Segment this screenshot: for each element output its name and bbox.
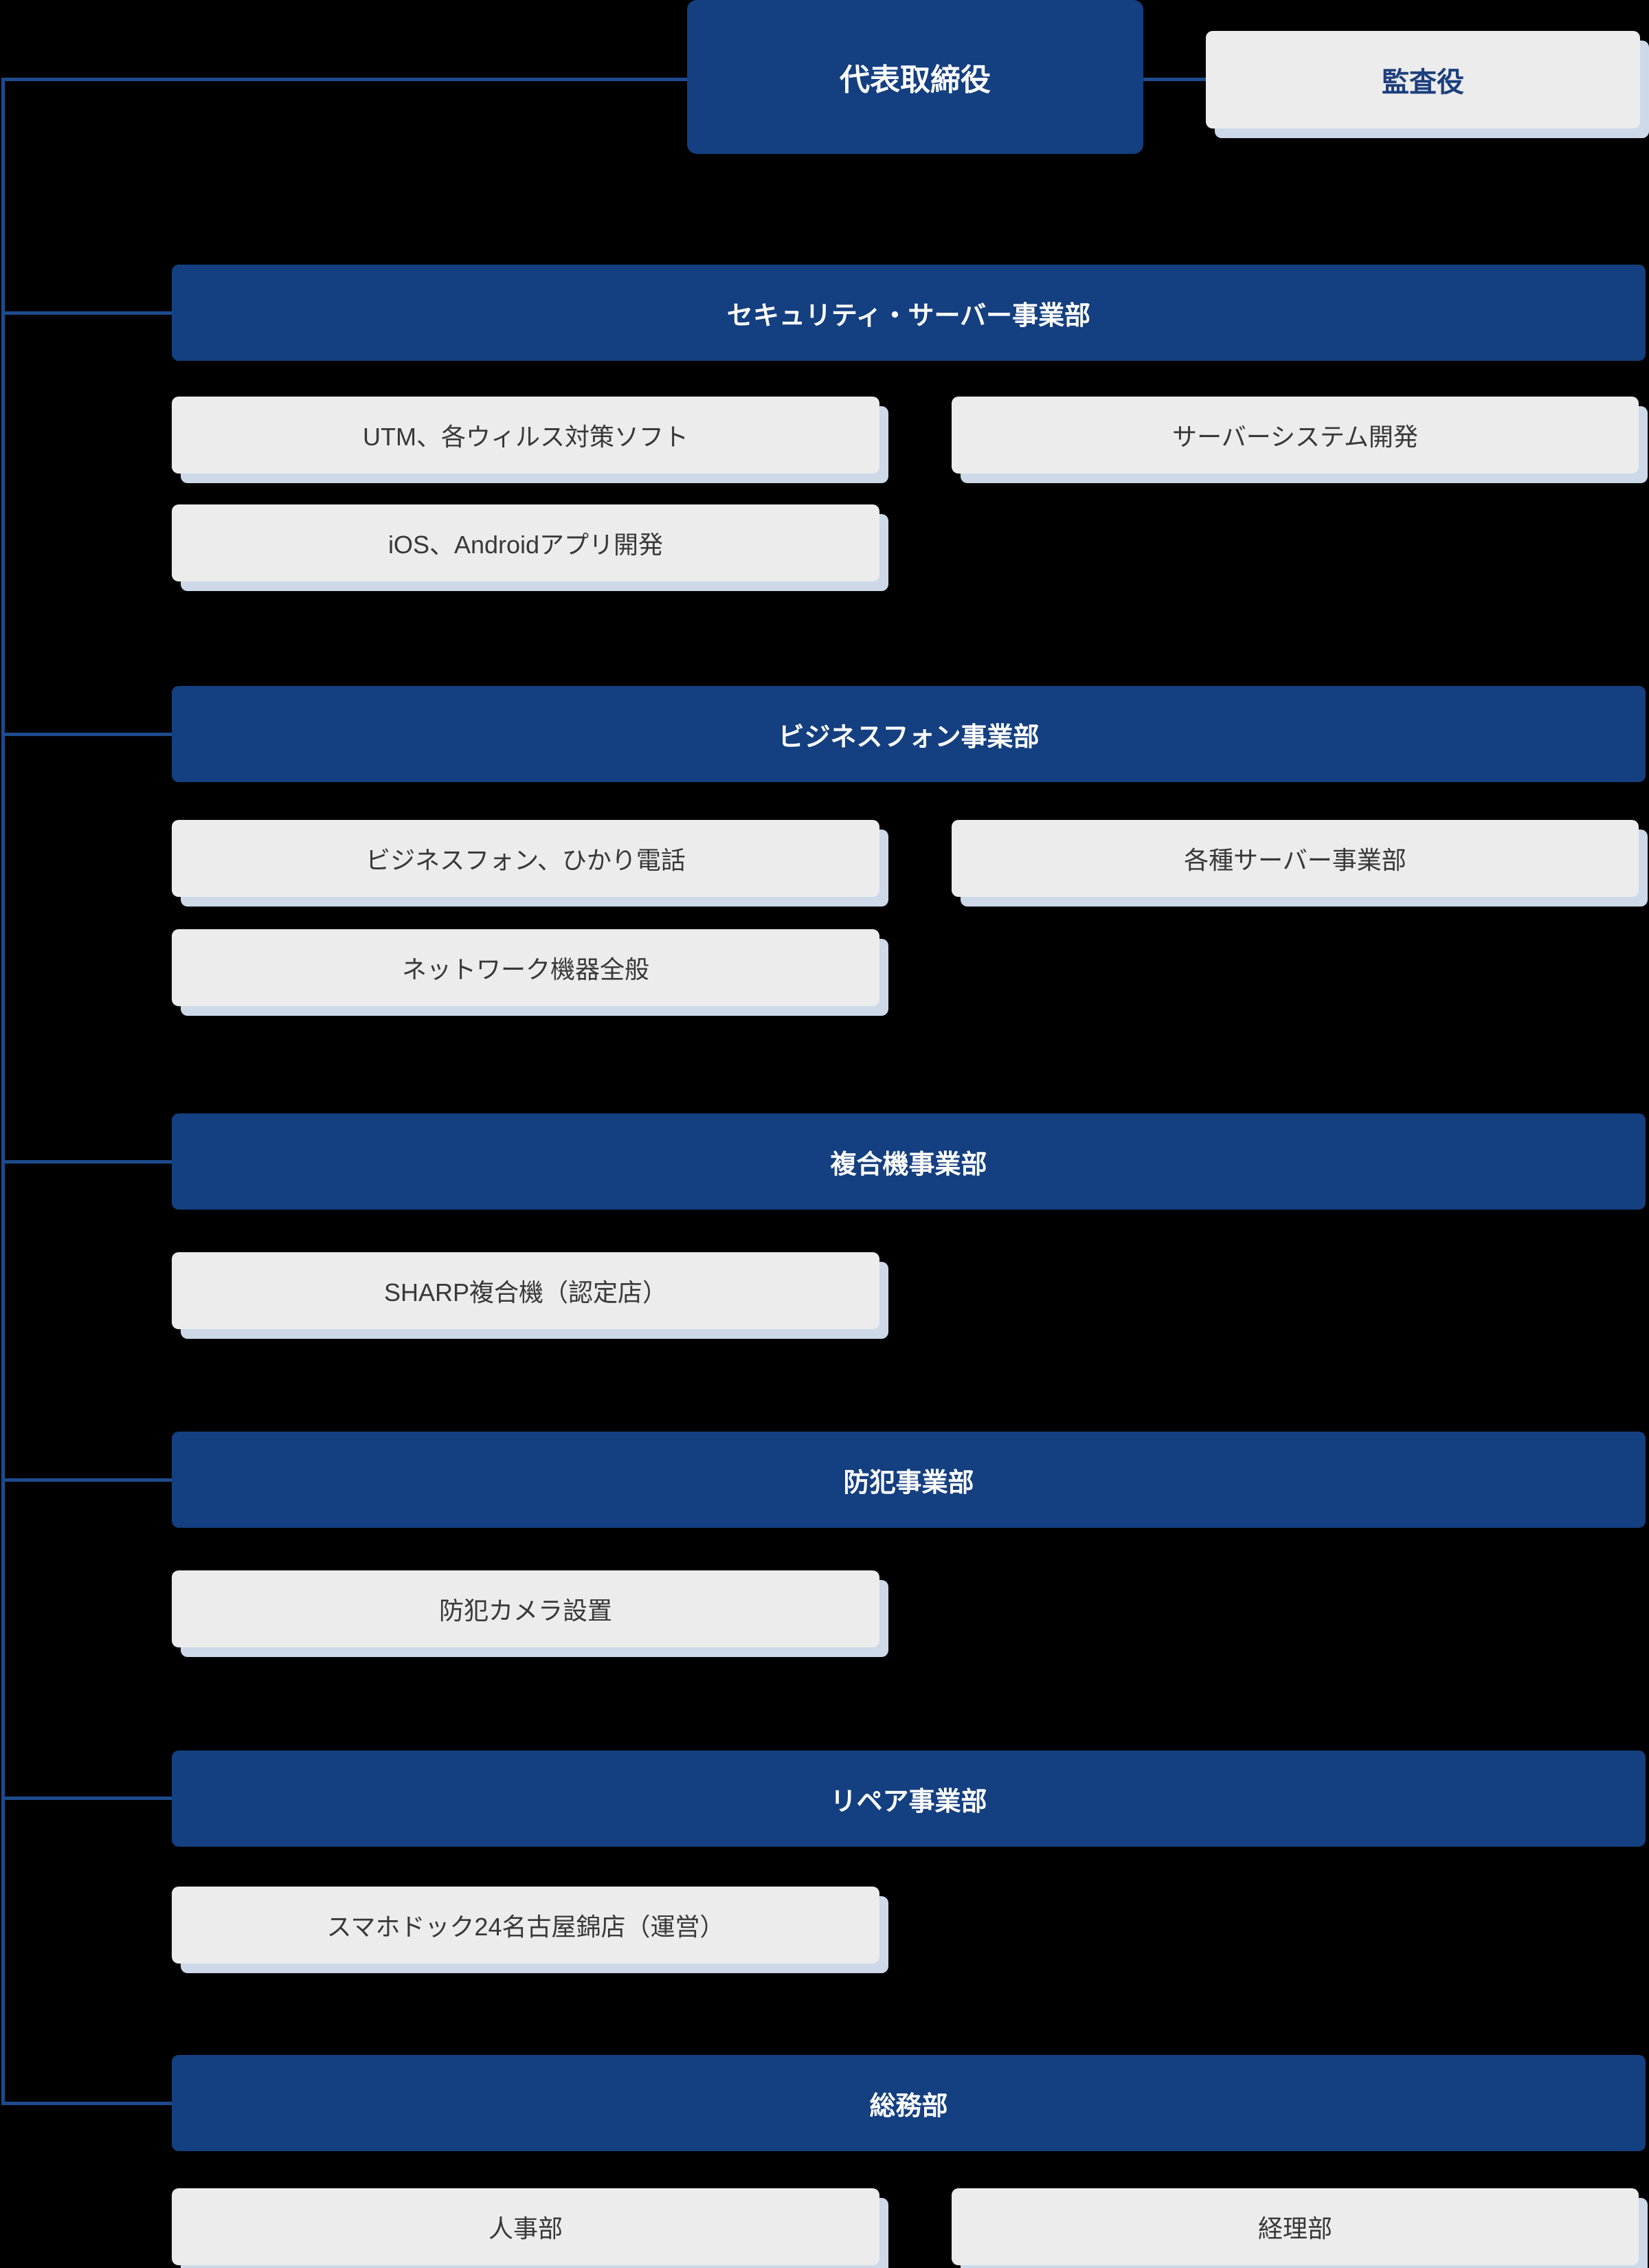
section-header-bar: 防犯事業部 [172, 1432, 1646, 1528]
section-header-bar: セキュリティ・サーバー事業部 [172, 265, 1646, 361]
trunk-vertical-line [1, 78, 5, 2105]
org-box: 人事部 [172, 2188, 879, 2265]
org-box: サーバーシステム開発 [952, 397, 1639, 474]
president-auditor-line [1143, 78, 1206, 81]
section-header-bar: リペア事業部 [172, 1750, 1646, 1847]
auditor-box: 監査役 [1206, 31, 1640, 129]
section-header-bar: ビジネスフォン事業部 [172, 686, 1646, 782]
president-box: 代表取締役 [687, 0, 1143, 154]
section-header-bar: 複合機事業部 [172, 1113, 1646, 1210]
president-left-line [1, 78, 687, 81]
org-box: SHARP複合機（認定店） [172, 1252, 879, 1329]
org-box: ビジネスフォン、ひかり電話 [172, 820, 879, 897]
stub-line-security [1, 311, 172, 315]
stub-line-repair [1, 1797, 172, 1800]
stub-line-crimeprev [1, 1478, 172, 1482]
org-box: 防犯カメラ設置 [172, 1570, 879, 1647]
stub-line-phone [1, 733, 172, 736]
org-box: ネットワーク機器全般 [172, 929, 879, 1006]
section-header-bar: 総務部 [172, 2055, 1646, 2151]
org-box: 経理部 [952, 2188, 1639, 2265]
org-box: スマホドック24名古屋錦店（運営） [172, 1887, 879, 1964]
org-box: UTM、各ウィルス対策ソフト [172, 397, 879, 474]
org-box: 各種サーバー事業部 [952, 820, 1639, 897]
org-box: iOS、Androidアプリ開発 [172, 504, 879, 581]
stub-line-copier [1, 1160, 172, 1164]
stub-line-general [1, 2102, 172, 2105]
